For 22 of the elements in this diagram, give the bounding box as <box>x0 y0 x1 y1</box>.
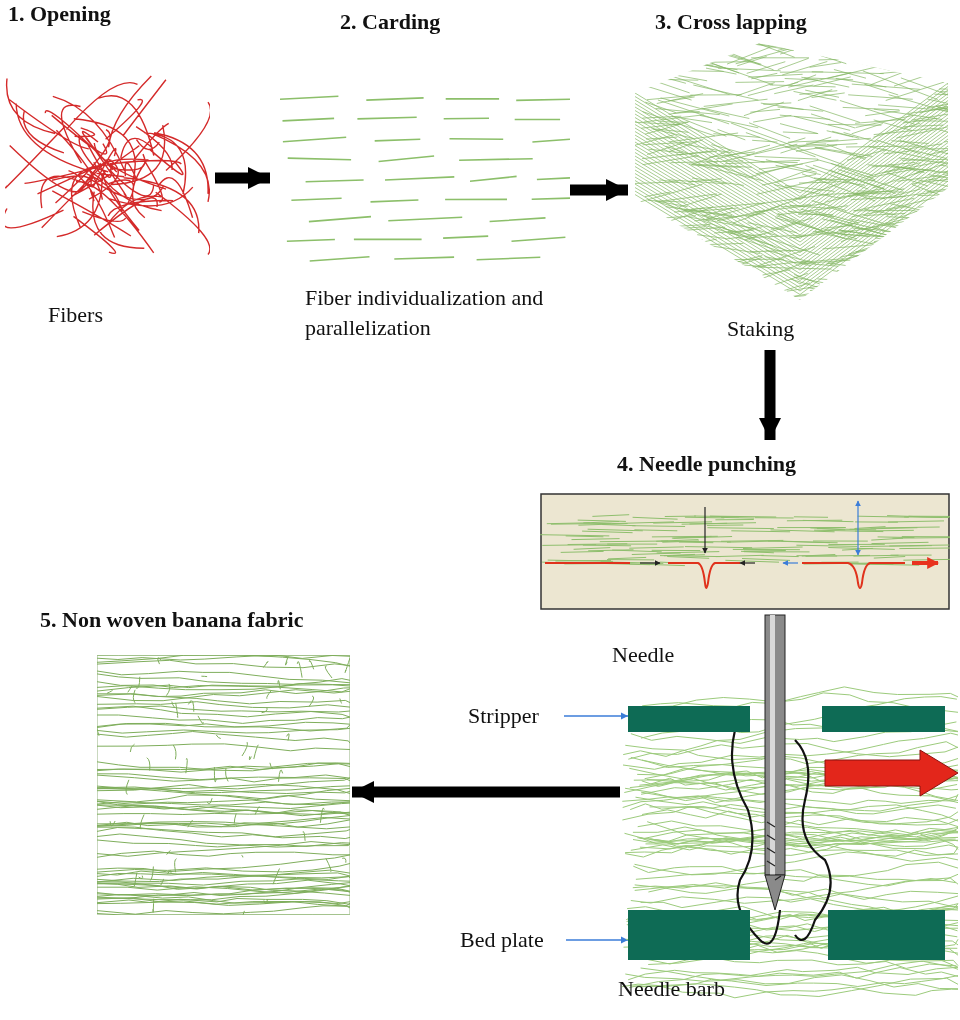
step-caption: Fiber individualization and parallelization <box>305 284 545 342</box>
arrow <box>758 350 782 440</box>
step-caption: Staking <box>727 315 796 343</box>
arrow <box>352 780 620 804</box>
step-title: 5. Non woven banana fabric <box>40 606 304 634</box>
step-title: 3. Cross lapping <box>655 8 807 36</box>
arrow <box>215 166 270 190</box>
plate-bar <box>628 910 750 960</box>
plate-bar <box>628 706 750 732</box>
plate-bar <box>822 706 945 732</box>
step-title: 1. Opening <box>8 0 111 28</box>
leader-line <box>563 712 629 720</box>
step-caption: Fibers <box>48 301 104 329</box>
part-label: Stripper <box>468 702 564 730</box>
arrow <box>570 178 628 202</box>
leader-line <box>565 936 629 944</box>
part-label: Bed plate <box>460 926 566 954</box>
plate-bar <box>828 910 945 960</box>
part-label: Needle barb <box>618 975 725 1003</box>
part-label: Needle <box>612 641 675 669</box>
step-title: 4. Needle punching <box>617 450 797 478</box>
step-title: 2. Carding <box>340 8 441 36</box>
